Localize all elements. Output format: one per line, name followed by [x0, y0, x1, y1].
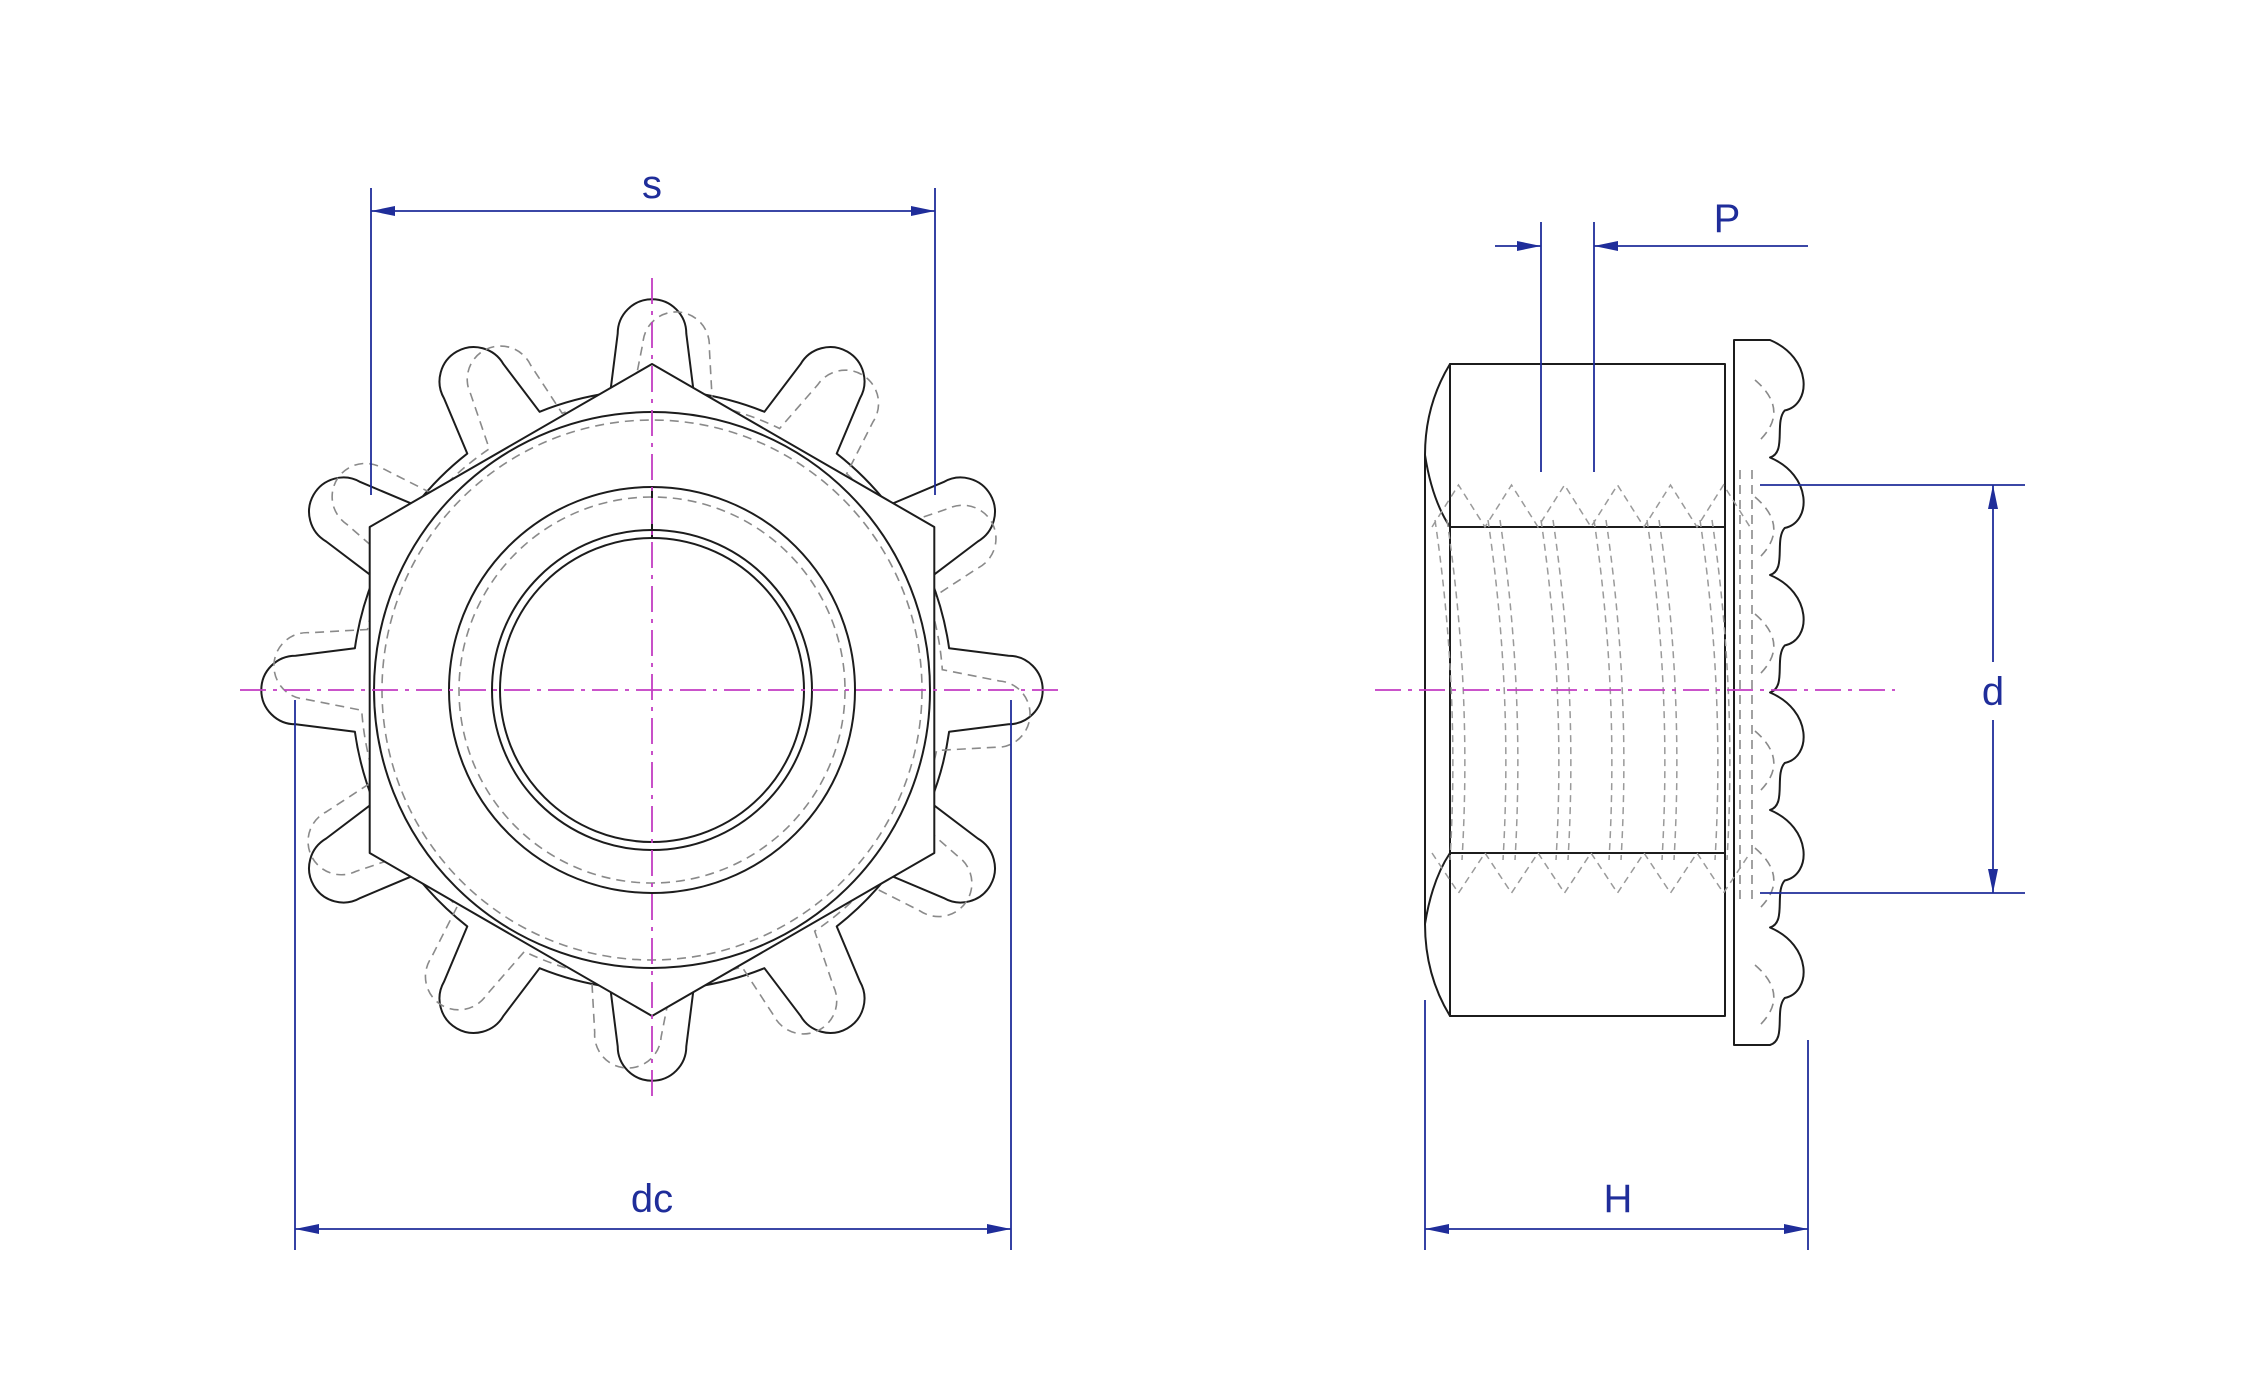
arrowhead [1988, 869, 1998, 893]
washer-side-profile [1733, 339, 1805, 1046]
dimension-label-d: d [1982, 670, 2004, 714]
arrowhead [1425, 1224, 1449, 1234]
thread-flank-line [1487, 519, 1507, 861]
dimension-s: s [370, 163, 936, 495]
dimension-label-s: s [642, 163, 662, 207]
front-view [240, 278, 1065, 1100]
arrowhead [1784, 1224, 1808, 1234]
dimension-d: d [1760, 484, 2025, 894]
thread-flank-line [1434, 519, 1454, 861]
thread-profile-line [1431, 483, 1751, 529]
arrowhead [371, 206, 395, 216]
dimension-label-h: H [1604, 1177, 1633, 1221]
arrowhead [1988, 485, 1998, 509]
dimension-dc: dc [294, 700, 1012, 1250]
washer-side-hidden [1739, 379, 1775, 1026]
arrowhead [1594, 241, 1618, 251]
dimension-label-dc: dc [631, 1177, 673, 1221]
arrowhead [911, 206, 935, 216]
thread-flank-line [1605, 519, 1625, 861]
dimension-h: H [1424, 1000, 1809, 1250]
arrowhead [1517, 241, 1541, 251]
arrowhead [987, 1224, 1011, 1234]
side-view [1375, 339, 1895, 1046]
label-background [1975, 662, 2011, 720]
dimension-p: P [1495, 197, 1808, 472]
dimension-label-p: P [1714, 197, 1741, 241]
arrowhead [295, 1224, 319, 1234]
